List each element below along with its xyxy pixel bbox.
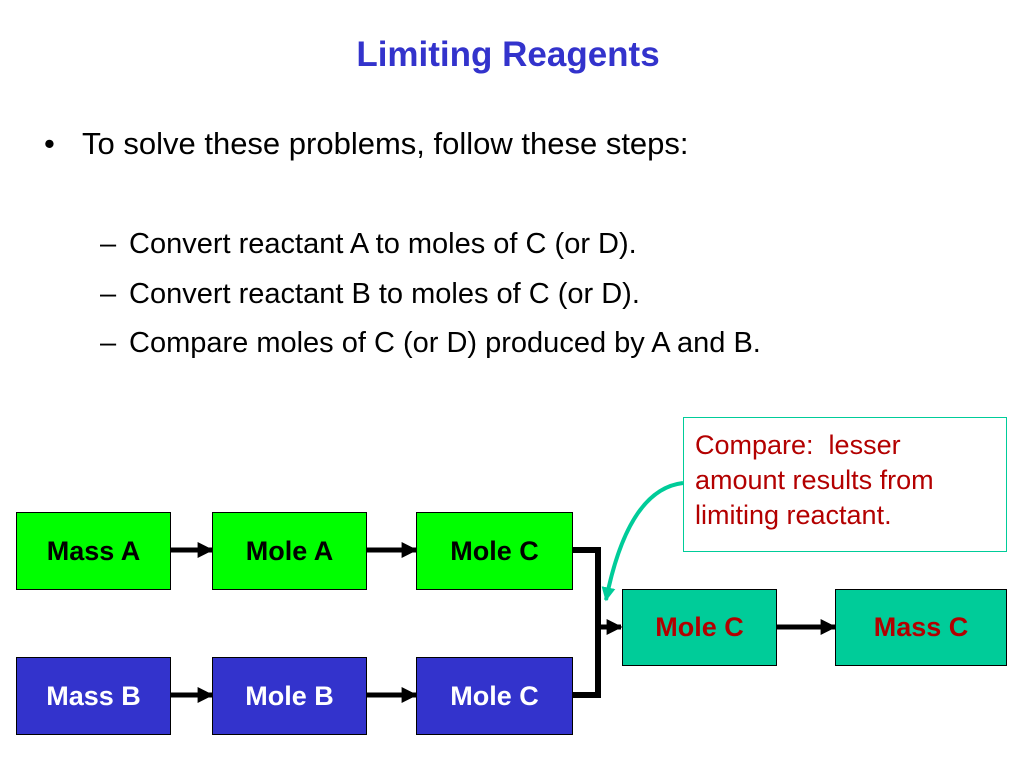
slide-title: Limiting Reagents	[356, 35, 660, 74]
result-mass-c-box: Mass C	[835, 589, 1007, 666]
mole-c-from-a-box: Mole C	[416, 512, 573, 590]
compare-callout: Compare: lesser amount results from limi…	[683, 417, 1007, 552]
step-marker: –	[100, 228, 117, 260]
bullet-item: • To solve these problems, follow these s…	[44, 124, 689, 164]
step-item-2: –Convert reactant B to moles of C (or D)…	[100, 276, 640, 312]
step-marker: –	[100, 278, 117, 310]
merge-bracket	[573, 547, 601, 698]
result-mole-c-box: Mole C	[622, 589, 777, 666]
mole-b-box: Mole B	[212, 657, 367, 735]
mole-c-from-b-box: Mole C	[416, 657, 573, 735]
step-item-3: –Compare moles of C (or D) produced by A…	[100, 325, 761, 361]
step-text: Convert reactant B to moles of C (or D).	[129, 278, 640, 310]
callout-line: amount results from	[695, 465, 934, 495]
step-item-1: –Convert reactant A to moles of C (or D)…	[100, 226, 637, 262]
bullet-text: To solve these problems, follow these st…	[82, 126, 689, 161]
step-marker: –	[100, 327, 117, 359]
bullet-marker: •	[44, 126, 55, 161]
mole-a-box: Mole A	[212, 512, 367, 590]
callout-line: Compare: lesser	[695, 430, 901, 460]
mass-b-box: Mass B	[16, 657, 171, 735]
callout-line: limiting reactant.	[695, 500, 892, 530]
step-text: Convert reactant A to moles of C (or D).	[129, 228, 637, 260]
step-text: Compare moles of C (or D) produced by A …	[129, 327, 761, 359]
callout-arrow	[601, 481, 684, 602]
mass-a-box: Mass A	[16, 512, 171, 590]
